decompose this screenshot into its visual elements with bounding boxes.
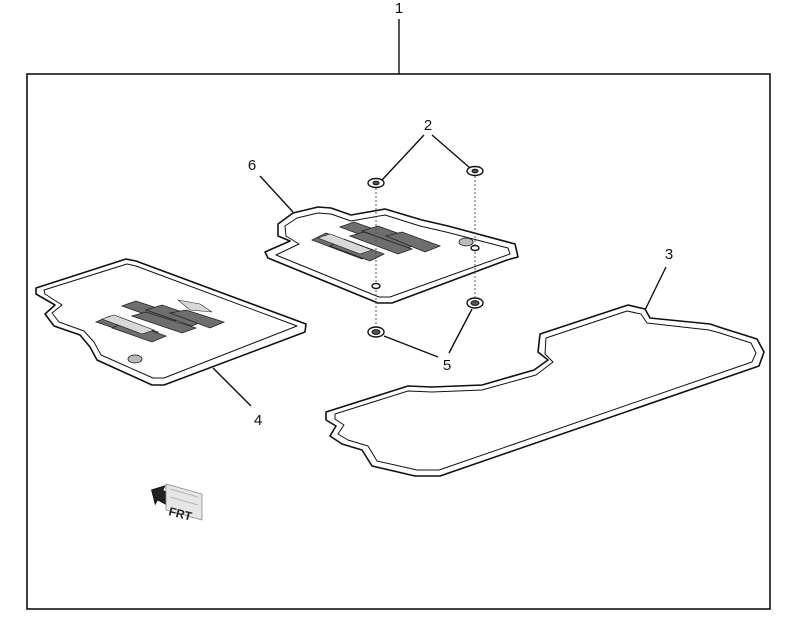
rear-mat-badge [458, 237, 474, 247]
callout-2: 2 [424, 117, 432, 134]
leader-line-4 [212, 367, 252, 407]
front-mat-logo-emboss [94, 299, 226, 343]
rear-mat-logo-emboss [311, 221, 442, 262]
retainer-top-left [367, 177, 385, 189]
frt-label: FRT [167, 504, 194, 523]
leader-line-2a [381, 134, 425, 181]
retainer-bottom-left [367, 326, 385, 338]
callout-3: 3 [665, 246, 673, 263]
callout-4: 4 [254, 412, 262, 429]
rear-center-floor-mat [264, 206, 519, 304]
front-arrow-icon [151, 483, 203, 521]
leader-line-5a [383, 335, 439, 358]
front-direction-indicator: FRT [151, 483, 203, 524]
callout-6: 6 [248, 157, 256, 174]
leader-line-2b [431, 134, 471, 169]
leader-line-3 [644, 266, 667, 311]
rear-floor-mat [325, 304, 765, 477]
front-mat-badge [127, 354, 143, 364]
front-floor-mat [35, 258, 307, 386]
callout-1: 1 [395, 0, 403, 17]
leader-line-5b [448, 308, 473, 354]
leader-line-6 [259, 175, 294, 213]
retainer-bottom-right [466, 297, 484, 309]
callout-5: 5 [443, 357, 451, 374]
retainer-top-right [466, 165, 484, 177]
